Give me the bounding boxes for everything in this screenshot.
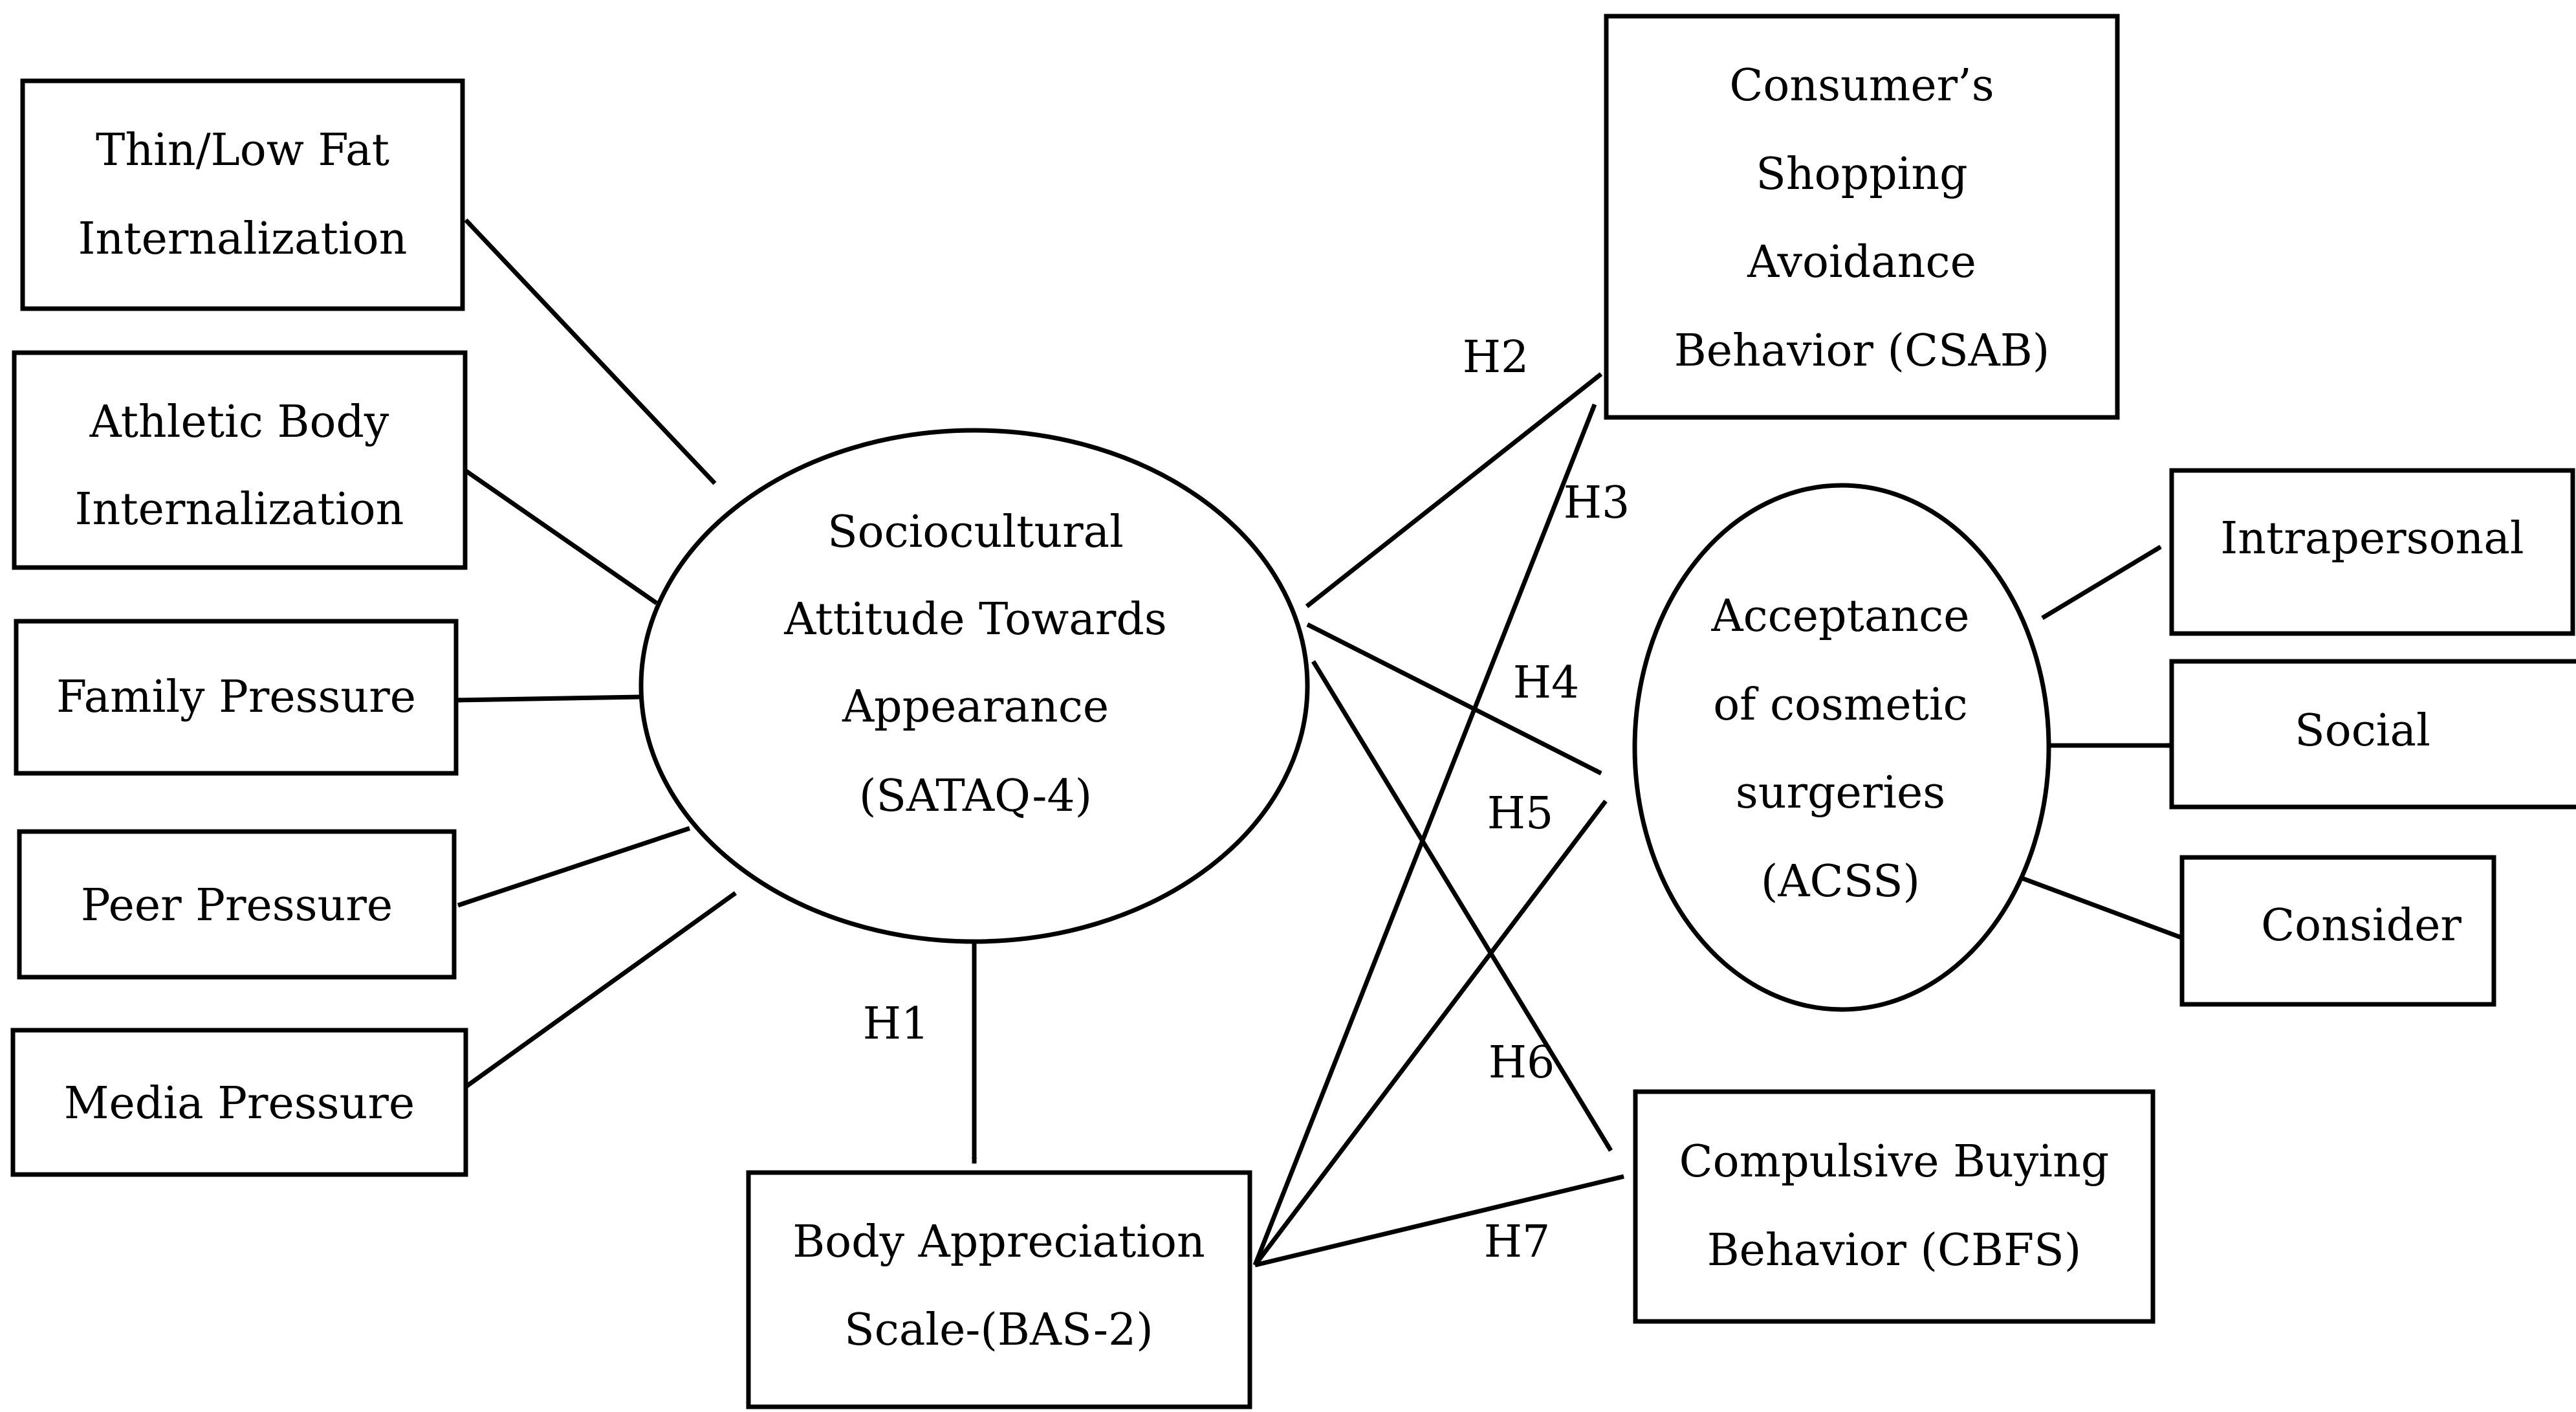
node-athletic-line-2: Internalization <box>75 484 404 535</box>
node-intrapersonal: Intrapersonal <box>2169 468 2575 636</box>
node-csab-line-3: Avoidance <box>1747 237 1976 288</box>
hypothesis-label-h5: H5 <box>1487 788 1554 839</box>
node-csab-line-1: Consumer’s <box>1729 60 1994 111</box>
hypothesis-labels: H1 H2 H3 H4 H5 H6 H7 <box>863 332 1630 1268</box>
hypothesis-label-h7: H7 <box>1484 1217 1551 1268</box>
node-consider-label: Consider <box>2261 900 2461 951</box>
node-consider: Consider <box>2179 855 2496 1007</box>
node-athletic-body-internalization: Athletic Body Internalization <box>12 350 468 570</box>
node-thin-line-1: Thin/Low Fat <box>96 125 389 176</box>
hypothesis-label-h2: H2 <box>1463 332 1529 383</box>
edge-sataq-csab <box>1305 372 1603 608</box>
edge-sataq-athletic <box>459 465 658 605</box>
node-bas-line-1: Body Appreciation <box>792 1217 1205 1268</box>
node-cbfs-line-2: Behavior (CBFS) <box>1707 1225 2082 1276</box>
node-intra-label: Intrapersonal <box>2220 513 2524 564</box>
node-family-label: Family Pressure <box>56 672 416 723</box>
edge-bas-cbfs <box>1254 1174 1624 1268</box>
node-thin-low-fat-internalization: Thin/Low Fat Internalization <box>20 78 465 311</box>
edge-acss-consider <box>2017 874 2185 941</box>
hypothesis-label-h6: H6 <box>1489 1037 1555 1088</box>
edge-sataq-peer <box>457 826 691 908</box>
edges <box>454 218 2185 1268</box>
node-acss-line-2: of cosmetic <box>1713 679 1968 731</box>
node-sataq-line-1: Sociocultural <box>827 507 1124 558</box>
node-media-label: Media Pressure <box>64 1078 415 1129</box>
node-peer-pressure: Peer Pressure <box>17 829 457 980</box>
node-csab-line-4: Behavior (CSAB) <box>1674 325 2050 377</box>
hypothesis-label-h3: H3 <box>1564 478 1630 529</box>
edge-sataq-acss <box>1306 622 1602 776</box>
node-csab: Consumer’s Shopping Avoidance Behavior (… <box>1604 14 2120 420</box>
edge-bas-acss <box>1253 799 1608 1267</box>
node-sataq-line-2: Attitude Towards <box>783 594 1167 645</box>
node-cbfs-line-1: Compulsive Buying <box>1679 1136 2110 1187</box>
hypothesis-label-h4: H4 <box>1513 657 1580 709</box>
edge-bas-csab <box>1252 403 1597 1266</box>
node-thin-line-2: Internalization <box>78 214 408 265</box>
edge-sataq-media <box>461 891 737 1091</box>
node-sataq-line-4: (SATAQ-4) <box>859 771 1092 822</box>
node-acss: Acceptance of cosmetic surgeries (ACSS) <box>1632 483 2051 1012</box>
node-bas-line-2: Scale-(BAS-2) <box>844 1305 1153 1356</box>
edge-sataq-family <box>454 694 641 703</box>
hypothesis-label-h1: H1 <box>863 998 930 1050</box>
node-sataq-4: Sociocultural Attitude Towards Appearanc… <box>639 428 1310 944</box>
node-csab-line-2: Shopping <box>1756 149 1967 200</box>
node-acss-line-3: surgeries <box>1736 767 1945 819</box>
edge-sataq-cbfs <box>1311 660 1613 1152</box>
node-family-pressure: Family Pressure <box>14 619 459 776</box>
node-acss-line-4: (ACSS) <box>1761 856 1920 907</box>
node-sataq-line-3: Appearance <box>842 681 1109 733</box>
node-peer-label: Peer Pressure <box>81 880 393 931</box>
node-acss-line-1: Acceptance <box>1710 591 1969 642</box>
node-social: Social <box>2169 659 2576 810</box>
node-athletic-line-1: Athletic Body <box>89 397 389 448</box>
node-bas-2: Body Appreciation Scale-(BAS-2) <box>746 1170 1252 1409</box>
edge-acss-intra <box>2041 545 2162 620</box>
node-social-label: Social <box>2295 705 2430 756</box>
edge-sataq-thin <box>464 218 717 485</box>
node-media-pressure: Media Pressure <box>10 1028 468 1177</box>
node-cbfs: Compulsive Buying Behavior (CBFS) <box>1633 1089 2156 1324</box>
